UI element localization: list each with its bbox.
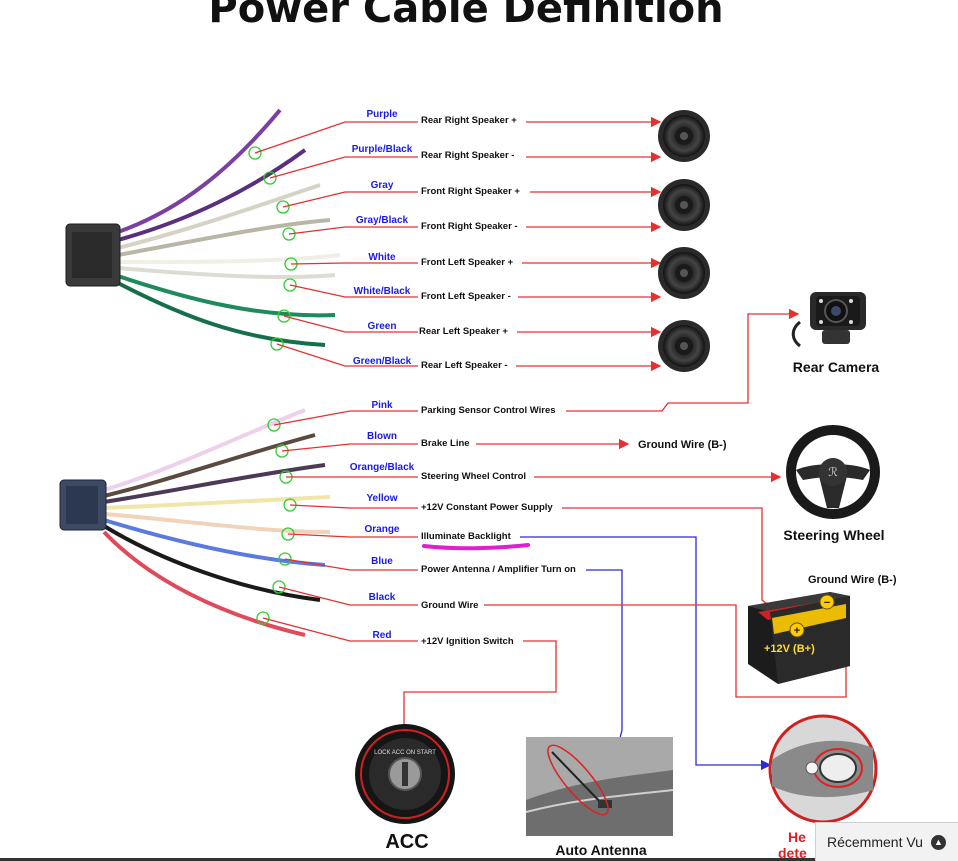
svg-text:ℛ: ℛ [828,465,838,479]
rear-camera-label: Rear Camera [793,359,880,375]
speaker-icon [658,247,710,299]
battery-plus-label: +12V (B+) [764,643,815,655]
speaker-wire-function: Rear Left Speaker - [421,360,508,371]
speaker-wire-color: Green/Black [353,356,412,367]
power-wire-color: Red [373,630,392,641]
power-row-constant: Yellow +12V Constant Power Supply [283,493,782,615]
power-wire-function: Ground Wire [421,600,478,611]
power-wire-function: +12V Ignition Switch [421,636,514,647]
steering-wheel-image: ℛ [786,425,880,519]
power-wire-color: Blue [371,556,393,567]
power-wire-function: +12V Constant Power Supply [421,502,553,513]
power-wire-color: Black [369,592,396,603]
speaker-row-7: Green Rear Left Speaker + [277,309,662,338]
speaker-wire-function: Rear Left Speaker + [419,326,508,337]
diagram-title: Power Cable Definition [208,0,723,32]
speaker-wire-color: Gray/Black [356,215,409,226]
speaker-icon [658,110,710,162]
power-harness [59,408,331,637]
speaker-row-2: Purple/Black Rear Right Speaker - [263,144,662,185]
speaker-icon [658,320,710,372]
speaker-wire-color: Purple/Black [352,144,413,155]
acc-ignition-image: LOCK ACC ON START [355,724,455,824]
power-row-brake: Blown Brake Line Ground Wire (B-) [275,431,727,458]
speaker-row-4: Gray/Black Front Right Speaker - [282,215,662,241]
speaker-wire-function: Front Left Speaker - [421,291,511,302]
auto-antenna-image [525,737,674,836]
battery-image: + − [748,592,850,684]
power-wire-function: Brake Line [421,438,470,449]
steering-wheel-label: Steering Wheel [783,527,884,543]
speaker-wire-function: Front Left Speaker + [421,257,514,268]
power-row-backlight: Orange Illuminate Backlight [281,524,772,771]
speaker-row-5: White Front Left Speaker + [284,252,662,271]
brake-ground-label: Ground Wire (B-) [638,439,727,451]
power-row-pink: Pink Parking Sensor Control Wires [267,308,800,432]
speaker-harness [65,108,341,347]
power-wire-function: Steering Wheel Control [421,471,526,482]
headlight-label-line1: He [788,829,806,845]
speaker-wire-color: Gray [371,180,394,191]
svg-text:+: + [794,625,800,637]
power-row-steering: Orange/Black Steering Wheel Control [279,462,782,484]
power-wire-function: Power Antenna / Amplifier Turn on [421,564,576,575]
headlight-label-line2: dete [778,845,807,861]
chevron-up-icon: ▲ [930,834,946,850]
recently-viewed-button[interactable]: Récemment Vu ▲ [815,822,958,861]
speaker-row-3: Gray Front Right Speaker + [276,180,662,214]
speaker-wire-function: Rear Right Speaker + [421,115,517,126]
recently-viewed-label: Récemment Vu [827,834,923,850]
speaker-icon [658,179,710,231]
svg-text:LOCK ACC ON START: LOCK ACC ON START [374,750,436,756]
speaker-wire-color: White/Black [354,286,411,297]
auto-antenna-label: Auto Antenna [555,842,646,858]
speaker-wire-color: Purple [366,109,398,120]
bottom-border [0,858,815,861]
speaker-row-6: White/Black Front Left Speaker - [283,278,662,303]
power-wire-color: Orange/Black [350,462,415,473]
power-row-ignition: Red +12V Ignition Switch [256,611,557,742]
battery-ground-label: Ground Wire (B-) [808,574,897,586]
speaker-row-1: Purple Rear Right Speaker + [248,109,662,160]
power-wire-color: Blown [367,431,397,442]
acc-label: ACC [385,831,428,853]
rear-camera-image [791,292,866,348]
power-wire-color: Pink [371,400,393,411]
speaker-row-8: Green/Black Rear Left Speaker - [270,337,662,372]
headlight-image [768,714,878,824]
speaker-wire-function: Front Right Speaker - [421,221,518,232]
power-wire-color: Yellow [366,493,397,504]
power-wire-function: Parking Sensor Control Wires [421,405,556,416]
speaker-wire-function: Front Right Speaker + [421,186,520,197]
svg-text:−: − [824,597,830,609]
speaker-wire-color: Green [368,321,397,332]
power-wire-function: Illuminate Backlight [421,531,512,542]
speaker-wire-function: Rear Right Speaker - [421,150,514,161]
power-wire-color: Orange [364,524,399,535]
speaker-wire-color: White [368,252,396,263]
